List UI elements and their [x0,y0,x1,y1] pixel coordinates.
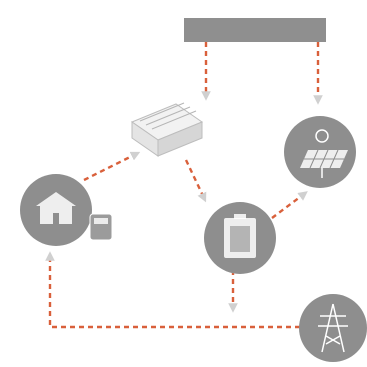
solar-panel-icon [300,129,348,178]
flow-arrows [45,42,323,329]
flow-battery-to-solar [271,191,308,219]
header-bar [184,18,326,42]
house-icon [36,192,76,224]
flow-inverter-to-battery [184,159,207,203]
flow-grid-to-house [45,251,300,329]
battery-icon [224,214,256,258]
transmission-tower-icon [318,303,348,353]
battery-node [204,202,276,274]
house-node [20,174,113,246]
inverter-device-icon [130,102,204,157]
solar-node [284,116,356,188]
meter-icon [89,213,113,241]
grid-node [299,294,367,362]
flow-house-to-inverter [83,151,141,182]
